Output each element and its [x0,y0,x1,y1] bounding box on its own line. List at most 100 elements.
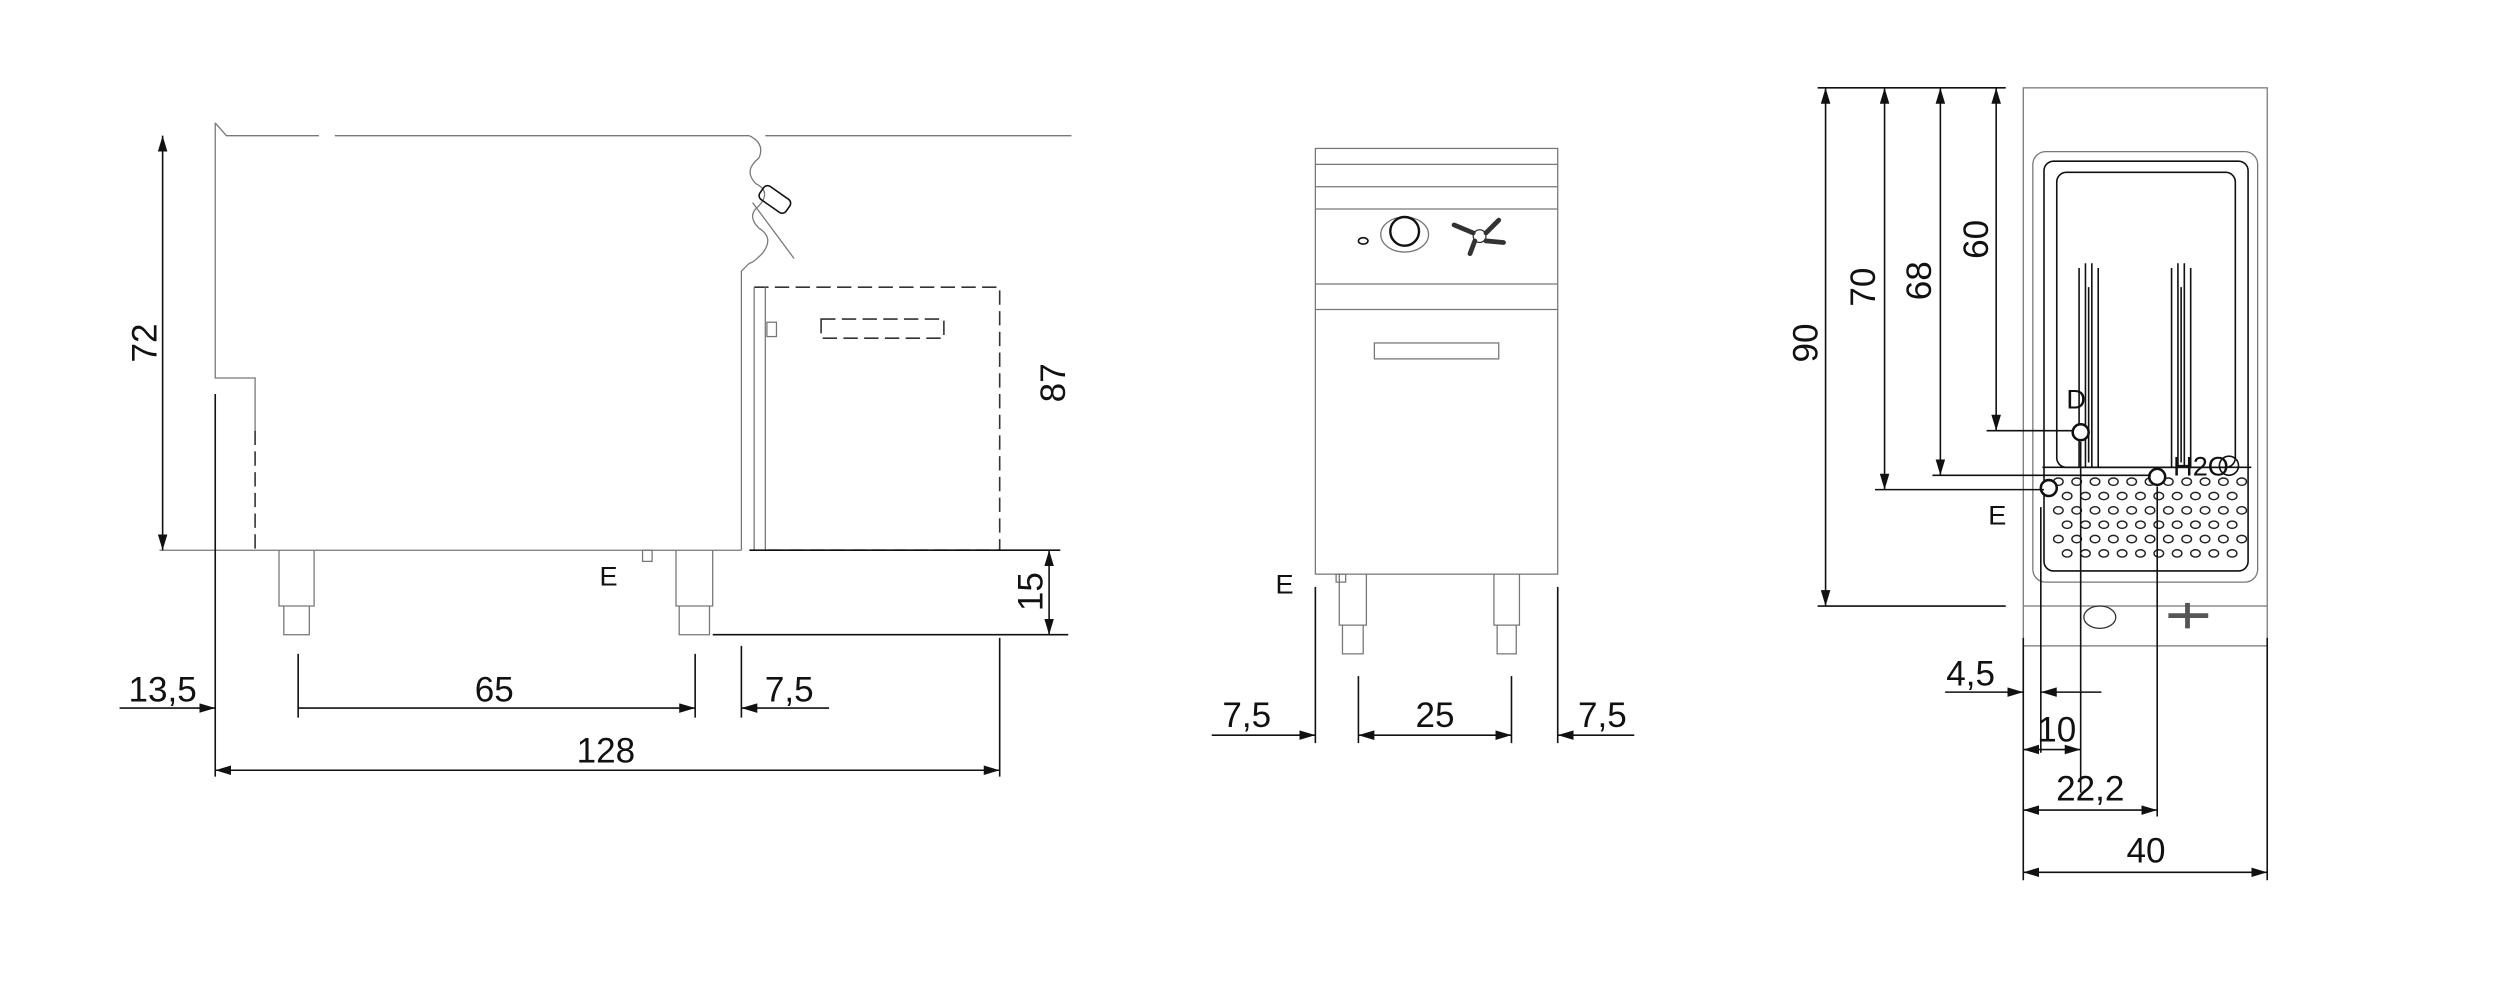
basket-hole [2061,491,2073,501]
basket-hole [2181,505,2193,515]
basket-hole [2052,505,2064,515]
side-top-edge [214,122,750,137]
basket-hole [2144,534,2156,544]
dim-40: 40 [2127,832,2166,871]
dim-72: 72 [125,323,164,362]
door-handle [1373,342,1500,360]
basket-hole [2116,520,2128,530]
basket-hole [2217,534,2229,544]
water-h2o-circle [2147,467,2167,487]
dim-13-5: 13,5 [129,671,197,710]
break-line [740,135,769,551]
bottom-controls-icon [2083,602,2209,629]
basket-hole [2107,534,2119,544]
fryer-well [2032,150,2259,583]
basket-hole [2226,491,2238,501]
basket-hole [2089,534,2101,544]
label-d: D [2066,383,2086,414]
heating-element-right [2170,263,2192,468]
control-knob-side [758,184,792,215]
basket-hole [2126,534,2138,544]
dim-7-5-left: 7,5 [1222,696,1271,735]
drain-fitting [641,549,653,563]
basket-hole [2236,505,2248,515]
cabinet-outline-dashed [754,286,1001,552]
basket-hole [2079,491,2091,501]
electric-e-circle [2039,478,2059,498]
basket-hole [2089,505,2101,515]
front-leg-right [1493,574,1521,655]
basket-hole [2208,520,2220,530]
basket-hole [2098,549,2110,558]
basket-hole [2199,534,2211,544]
basket-hole [2162,505,2174,515]
basket-hole [2217,477,2229,487]
basket-hole [2226,549,2238,558]
basket-hole [2126,505,2138,515]
basket-hole [2153,491,2165,501]
basket-hole [2226,520,2238,530]
basket-hole [2079,549,2091,558]
basket-hole [2052,534,2064,544]
dim-68: 68 [1900,261,1939,300]
dim-60: 60 [1957,220,1996,259]
basket-hole [2162,534,2174,544]
basket-hole [2134,549,2146,558]
fan-switch-icon [1451,217,1506,257]
basket-hole [2236,534,2248,544]
dim-128: 128 [577,731,636,770]
basket-hole [2199,505,2211,515]
basket-hole [2126,477,2138,487]
drain-d-circle [2071,422,2090,442]
label-h2o: H2O [2173,450,2229,481]
side-view: 72 87 15 E 13,5 65 7,5 128 [119,122,1073,777]
basket-hole [2208,549,2220,558]
basket-hole [2171,549,2183,558]
dim-70: 70 [1844,268,1883,307]
thermostat-knob-icon [1357,215,1430,253]
side-back-edge [214,122,256,431]
basket-hole [2171,520,2183,530]
basket-hole [2098,491,2110,501]
basket-hole [2134,491,2146,501]
dim-90: 90 [1787,323,1826,362]
top-outline [2022,87,2268,647]
basket-hole [2098,520,2110,530]
basket-hole [2208,491,2220,501]
door-handle-dashed [820,318,945,339]
dim-7-5-right: 7,5 [1578,696,1627,735]
drain-label-e: E [599,560,617,591]
dim-25: 25 [1415,696,1454,735]
basket-hole [2079,520,2091,530]
dim-65: 65 [475,671,514,710]
dim-7-5-side: 7,5 [765,671,814,710]
front-body [1314,147,1559,575]
basket-hole [2134,520,2146,530]
front-drain-label-e: E [1276,568,1294,599]
basket-holes [2052,477,2248,558]
front-leg-left [1338,574,1368,655]
basket-hole [2144,505,2156,515]
basket-hole [2181,477,2193,487]
basket-hole [2189,491,2201,501]
basket-hole [2171,491,2183,501]
basket-hole [2189,549,2201,558]
basket-hole [2116,549,2128,558]
heating-element-left [2078,263,2100,468]
basket-hole [2153,520,2165,530]
top-view: D H2O E 90 70 68 60 4,5 10 22,2 40 [1787,87,2269,881]
basket-hole [2153,549,2165,558]
basket-hole [2116,491,2128,501]
basket-hole [2217,505,2229,515]
basket-hole [2189,520,2201,530]
basket-hole [2061,520,2073,530]
basket-hole [2236,477,2248,487]
basket-hole [2107,477,2119,487]
basket-hole [2199,477,2211,487]
dim-15: 15 [1012,572,1051,611]
dim-4-5: 4,5 [1946,655,1995,694]
label-e: E [1988,500,2006,531]
leg-right [675,550,714,636]
